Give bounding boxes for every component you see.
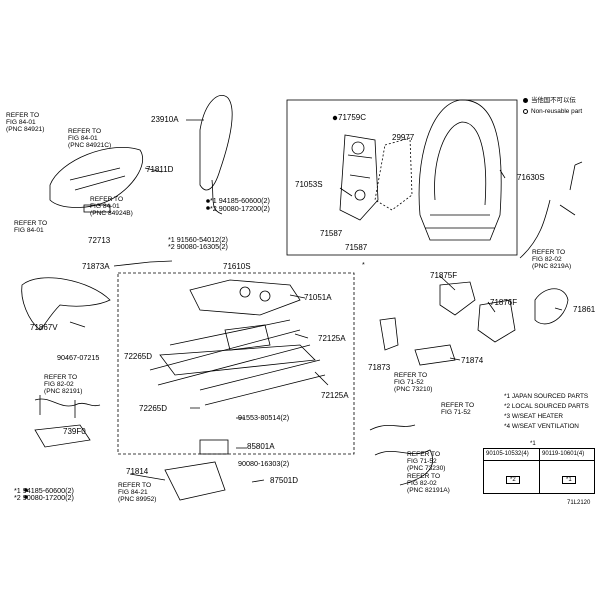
fastener-7[interactable]: *1 94185-60600(2) [14, 486, 74, 495]
star-icon [523, 108, 528, 114]
seat-adjuster-drawing [189, 279, 301, 316]
part-29977[interactable]: 29977 [392, 133, 415, 142]
ref-fig-82-02-a[interactable]: REFER TO FIG 82-02 (PNC 8219A) [532, 249, 572, 271]
seat-cushion-cover-drawing [49, 146, 143, 208]
ref-fig-82-02-c[interactable]: REFER TO FIG 82-02 (PNC 82191A) [407, 473, 450, 495]
legend-star-label: Non-reusable part [531, 108, 583, 115]
fastener-8[interactable]: *2 90080-17200(2) [14, 493, 74, 502]
note-3: *3 W/SEAT HEATER [504, 413, 563, 420]
bolt-table-col1: 90105-10532(4) [486, 451, 529, 457]
part-71811D[interactable]: 71811D [146, 165, 174, 174]
part-71587-a[interactable]: 71587 [320, 229, 343, 238]
ref-fig-84-01-d[interactable]: REFER TO FIG 84-01 [14, 220, 48, 235]
part-71051A[interactable]: 71051A [304, 293, 332, 302]
figure-code: 71L2120 [567, 500, 591, 506]
part-71873[interactable]: 71873 [368, 363, 391, 372]
fastener-4[interactable]: *2 90080-16305(2) [168, 242, 228, 251]
note-4: *4 W/SEAT VENTILATION [504, 423, 579, 430]
ref-fig-71-52-b[interactable]: REFER TO FIG 71-52 [441, 402, 475, 417]
seatback-frame-drawing [418, 99, 502, 241]
fastener-5[interactable]: 91553-80514(2) [238, 413, 290, 422]
legend-dot: 当他国不可以伝 [523, 97, 576, 104]
part-71861[interactable]: 71861 [573, 305, 596, 314]
legend-star: Non-reusable part [523, 108, 582, 115]
part-87501D[interactable]: 87501D [270, 476, 299, 485]
seatback-frame-box [286, 99, 518, 256]
part-72713[interactable]: 72713 [88, 236, 111, 245]
ref-fig-84-01-c[interactable]: REFER TO FIG 84-01 (PNC 84924B) [90, 196, 133, 218]
ref-fig-84-01-b[interactable]: REFER TO FIG 84-01 (PNC 84921C) [68, 128, 112, 150]
knob-cover-drawing [534, 288, 569, 325]
ref-fig-84-21[interactable]: REFER TO FIG 84-21 (PNC 89952) [118, 482, 157, 504]
seatback-cover-drawing [199, 95, 233, 191]
part-71610S[interactable]: 71610S [223, 262, 251, 271]
seat-track-box [117, 272, 355, 455]
part-72125A-b[interactable]: 72125A [321, 391, 349, 400]
fastener-3[interactable]: *1 91560-54012(2) [168, 235, 228, 244]
side-cover-drawing [21, 277, 111, 331]
part-71587-b[interactable]: 71587 [345, 243, 368, 252]
fastener-star[interactable]: * [362, 260, 365, 269]
part-71876F[interactable]: 71876F [490, 298, 518, 307]
part-71867V[interactable]: 71867V [30, 323, 58, 332]
ref-fig-71-52-a[interactable]: REFER TO FIG 71-52 (PNC 73210) [394, 372, 433, 394]
part-85801A[interactable]: 85801A [247, 442, 275, 451]
bolt-table-note2: *1 [562, 476, 576, 484]
part-72125A-a[interactable]: 72125A [318, 334, 346, 343]
dot-icon [523, 97, 528, 103]
part-71875F[interactable]: 71875F [430, 271, 458, 280]
part-71814[interactable]: 71814 [126, 467, 149, 476]
part-71759C[interactable]: 71759C [338, 113, 367, 122]
part-72265D-b[interactable]: 72265D [139, 404, 168, 413]
note-1: *1 JAPAN SOURCED PARTS [504, 393, 589, 400]
ref-fig-84-01-a[interactable]: REFER TO FIG 84-01 (PNC 84921) [6, 112, 45, 134]
part-739F0[interactable]: 739F0 [63, 427, 86, 436]
bolt-table-note1: *2 [506, 476, 520, 484]
wire-harness-drawing [34, 398, 101, 407]
lever-drawing [439, 281, 476, 316]
bolt-table: 90105-10532(4) 90119-10601(4) *2 *1 [483, 448, 595, 494]
part-71630S[interactable]: 71630S [517, 173, 545, 182]
fastener-1[interactable]: *1 94185-60600(2) [210, 196, 270, 205]
fastener-2[interactable]: *2 90080-17200(2) [210, 204, 270, 213]
fastener-6[interactable]: 90080-16303(2) [238, 459, 290, 468]
ref-fig-71-52-c[interactable]: REFER TO FIG 71-52 (PNC 73230) [407, 451, 446, 473]
note-2: *2 LOCAL SOURCED PARTS [504, 403, 589, 410]
part-71874[interactable]: 71874 [461, 356, 484, 365]
part-71873A[interactable]: 71873A [82, 262, 110, 271]
part-72265D-a[interactable]: 72265D [124, 352, 153, 361]
legend-dot-label: 当他国不可以伝 [531, 97, 576, 104]
bolt-table-col2: 90119-10601(4) [542, 451, 585, 457]
table-mark: *1 [530, 441, 536, 447]
part-23910A[interactable]: 23910A [151, 115, 179, 124]
part-90467[interactable]: 90467-07215 [57, 353, 100, 362]
part-71053S[interactable]: 71053S [295, 180, 323, 189]
ref-fig-82-02-b[interactable]: REFER TO FIG 82-02 (PNC 82191) [44, 374, 83, 396]
